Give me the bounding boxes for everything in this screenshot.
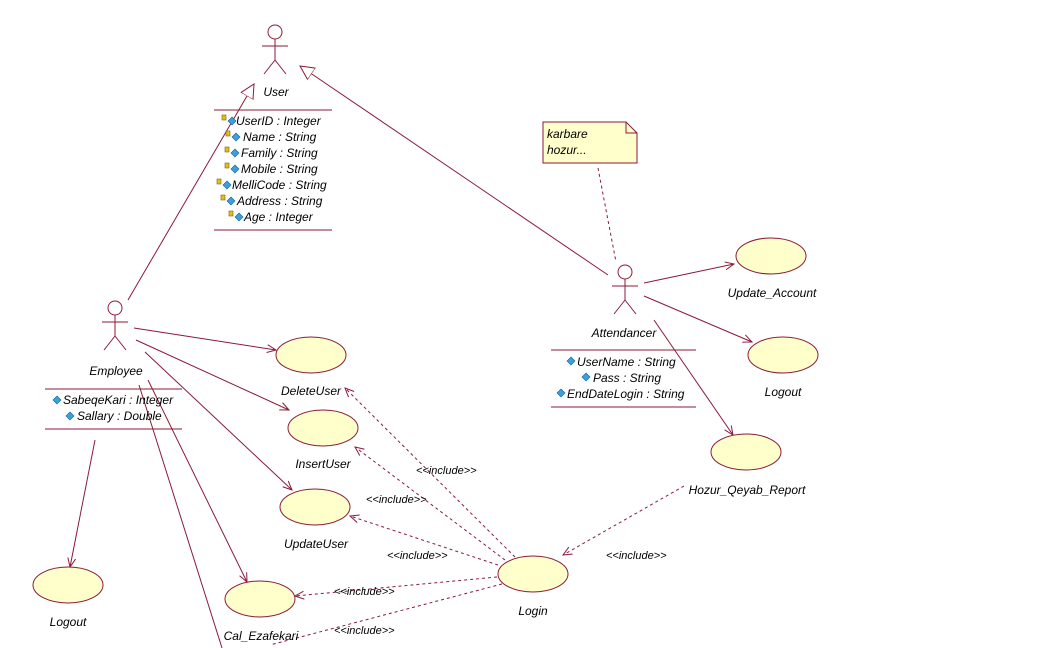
usecase-insertuser-label: InsertUser xyxy=(295,457,351,471)
actor-attendancer-attributes: UserName : String Pass : String EndDateL… xyxy=(556,355,685,401)
user-attr-5: Address : String xyxy=(236,194,323,208)
assoc-attendancer-updateaccount xyxy=(643,264,734,284)
include-label-updateuser: <<include>> xyxy=(387,550,448,562)
actor-attendancer-head xyxy=(617,264,633,280)
attribute-icon xyxy=(566,356,576,366)
assoc-employee-updateuser xyxy=(144,351,292,490)
actor-employee xyxy=(102,300,128,351)
user-attr-1: Name : String xyxy=(243,130,317,144)
key-icon xyxy=(221,114,237,126)
attendancer-attr-0: UserName : String xyxy=(577,355,676,369)
include-hozurreport-login xyxy=(563,485,685,555)
usecase-logout-attendancer-label: Logout xyxy=(765,385,802,399)
assoc-employee-deleteuser xyxy=(133,327,276,350)
usecase-calezafekari[interactable] xyxy=(224,580,296,618)
actor-user-attributes: UserID : Integer Name : String Family : … xyxy=(216,114,327,224)
include-label-insertuser: <<include>> xyxy=(366,494,427,506)
attendancer-attr-2: EndDateLogin : String xyxy=(567,387,685,401)
key-icon xyxy=(216,178,232,190)
usecase-updateuser-label: UpdateUser xyxy=(284,537,349,551)
user-attr-6: Age : Integer xyxy=(243,210,314,224)
usecase-calezafekari-label: Cal_Ezafekari xyxy=(224,629,299,643)
include-label-offscreen: <<include>> xyxy=(334,625,395,637)
usecase-logout-employee[interactable] xyxy=(32,566,104,604)
usecase-login-label: Login xyxy=(518,604,548,618)
actor-user-name: User xyxy=(263,85,289,99)
key-icon xyxy=(228,210,244,222)
actor-user xyxy=(262,24,288,75)
usecase-updateuser[interactable] xyxy=(279,488,351,526)
assoc-attendancer-hozurreport xyxy=(653,319,733,435)
assoc-attendancer-logout xyxy=(643,295,752,342)
include-label-calezafekari: <<include>> xyxy=(334,586,395,598)
note-line-1: karbare xyxy=(547,127,588,141)
include-login-insertuser xyxy=(355,447,506,561)
usecase-update-account[interactable] xyxy=(735,237,807,275)
assoc-employee-insertuser xyxy=(135,339,289,410)
usecase-hozur-report-label: Hozur_Qeyab_Report xyxy=(689,483,806,497)
user-attr-3: Mobile : String xyxy=(241,162,318,176)
user-attr-0: UserID : Integer xyxy=(236,114,322,128)
actor-attendancer xyxy=(612,264,638,315)
usecase-hozur-report[interactable] xyxy=(710,433,782,471)
key-icon xyxy=(225,130,241,142)
attribute-icon xyxy=(65,411,75,421)
note-line-2: hozur... xyxy=(547,143,587,157)
key-icon xyxy=(220,194,236,206)
assoc-employee-offscreen xyxy=(138,384,223,648)
assoc-employee-calezafekari xyxy=(147,379,247,582)
key-icon xyxy=(224,162,240,174)
actor-employee-name: Employee xyxy=(89,364,143,378)
usecase-logout-employee-label: Logout xyxy=(50,615,87,629)
generalization-attendancer-user xyxy=(300,66,609,276)
actor-employee-attributes: SabeqeKari : Integer Sallary : Double xyxy=(52,393,174,423)
attribute-icon xyxy=(581,372,591,382)
usecase-deleteuser[interactable] xyxy=(275,336,347,374)
include-login-deleteuser xyxy=(345,388,516,558)
actor-user-head xyxy=(267,24,283,40)
include-label-hozurreport: <<include>> xyxy=(606,550,667,562)
employee-attr-0: SabeqeKari : Integer xyxy=(63,393,174,407)
actor-attendancer-name: Attendancer xyxy=(591,326,658,340)
attribute-icon xyxy=(556,388,566,398)
include-label-deleteuser: <<include>> xyxy=(416,465,477,477)
attendancer-attr-1: Pass : String xyxy=(593,371,661,385)
note: karbare hozur... xyxy=(542,121,638,164)
key-icon xyxy=(224,146,240,158)
note-anchor xyxy=(597,167,617,263)
assoc-employee-logout xyxy=(70,439,96,567)
employee-attr-1: Sallary : Double xyxy=(77,409,162,423)
usecase-logout-attendancer[interactable] xyxy=(747,336,819,374)
include-login-offscreen xyxy=(269,583,503,646)
usecase-insertuser[interactable] xyxy=(287,409,359,447)
usecase-update-account-label: Update_Account xyxy=(728,286,817,300)
include-login-calezafekari xyxy=(295,576,498,596)
actor-employee-head xyxy=(107,300,123,316)
user-attr-2: Family : String xyxy=(241,146,318,160)
attribute-icon xyxy=(52,395,62,405)
include-login-updateuser xyxy=(350,516,499,566)
usecase-login[interactable] xyxy=(497,555,569,593)
usecase-deleteuser-label: DeleteUser xyxy=(281,384,342,398)
user-attr-4: MelliCode : String xyxy=(232,178,327,192)
